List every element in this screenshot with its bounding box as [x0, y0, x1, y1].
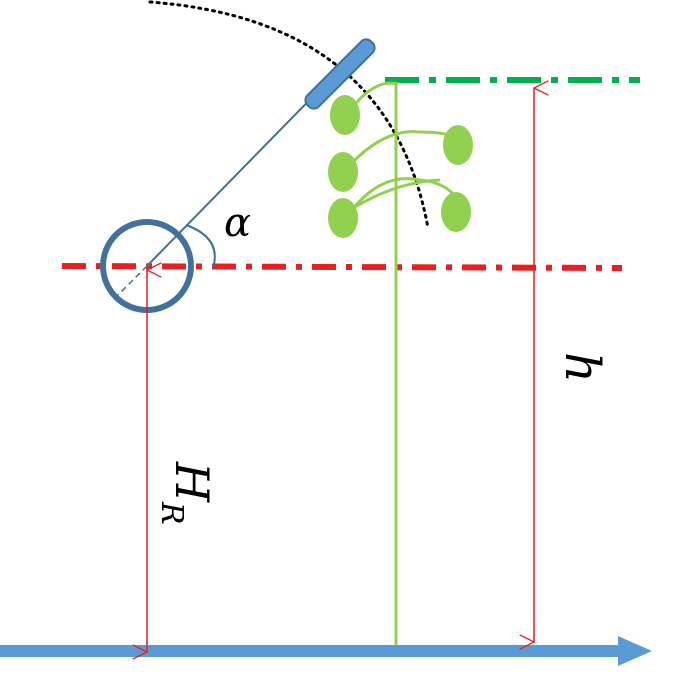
tine-arm-centerline — [117, 265, 148, 296]
plant-pod — [441, 192, 471, 232]
tine-bar-icon — [304, 38, 376, 110]
plant-pod — [443, 125, 473, 165]
ground-arrowhead-icon — [618, 636, 652, 666]
plant-branch — [349, 178, 441, 212]
plant-pod — [328, 198, 358, 238]
plant-pod — [330, 95, 360, 135]
hr-label: H R — [154, 461, 219, 525]
ground-shaft — [0, 645, 625, 657]
plant-icon — [328, 81, 473, 645]
plant-branch — [350, 177, 460, 211]
alpha-label: α — [224, 200, 251, 246]
tine-trajectory-arc — [148, 0, 430, 230]
hr-label-subscript: R — [154, 501, 189, 525]
ground-arrow — [0, 636, 652, 666]
plant-pod — [328, 152, 358, 192]
hr-label-main: H — [165, 461, 219, 503]
alpha-angle-arc — [185, 224, 216, 269]
h-label: h — [554, 352, 610, 383]
